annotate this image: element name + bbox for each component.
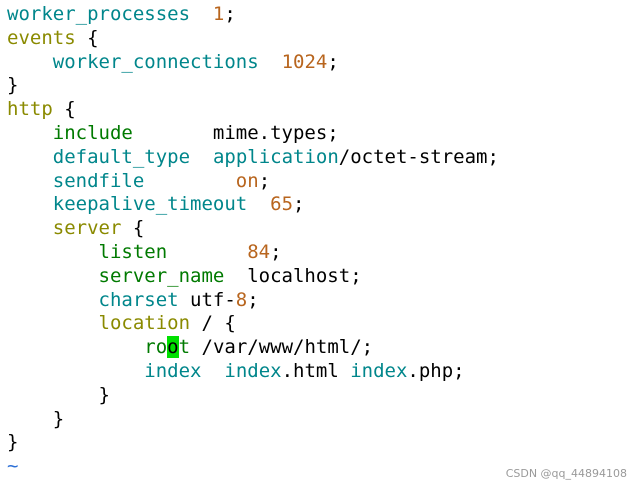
code-line: default_type application/octet-stream; xyxy=(7,146,633,170)
code-token: 65 xyxy=(270,193,294,216)
code-token: application xyxy=(212,145,339,168)
code-token: server_name xyxy=(98,264,225,287)
code-token: ~ xyxy=(7,455,19,478)
code-line: worker_connections 1024; xyxy=(7,51,633,75)
code-token xyxy=(144,170,236,192)
code-token: events xyxy=(7,26,76,49)
code-token: ; xyxy=(247,288,259,311)
code-token: /octet-stream; xyxy=(338,145,499,168)
code-token xyxy=(7,170,53,192)
code-token: worker_processes xyxy=(7,3,191,25)
code-line: charset utf-8; xyxy=(7,289,633,313)
code-token: index xyxy=(350,359,408,382)
code-line: } xyxy=(7,408,633,432)
code-line: include mime.types; xyxy=(7,122,633,146)
code-token: index xyxy=(144,359,202,382)
code-token: ; xyxy=(327,50,339,73)
code-line: server { xyxy=(7,217,633,241)
code-token xyxy=(7,217,53,239)
code-line: ~ xyxy=(7,455,633,479)
code-token: 1 xyxy=(212,3,225,25)
code-token: index xyxy=(224,359,282,382)
code-token: ; xyxy=(258,169,271,192)
code-token xyxy=(7,146,53,168)
code-token: charset xyxy=(98,288,179,311)
code-token: include xyxy=(52,121,133,144)
code-editor[interactable]: worker_processes 1;events { worker_conne… xyxy=(7,3,633,479)
code-token xyxy=(7,336,144,358)
code-line: keepalive_timeout 65; xyxy=(7,193,633,217)
code-line: } xyxy=(7,431,633,455)
code-token xyxy=(247,193,270,215)
code-token: { xyxy=(75,26,99,49)
code-token: location xyxy=(98,312,191,335)
code-token: 84 xyxy=(247,240,271,263)
code-token: 1024 xyxy=(281,50,328,73)
code-line: listen 84; xyxy=(7,241,633,265)
code-token xyxy=(190,3,213,25)
code-line: } xyxy=(7,74,633,98)
code-token xyxy=(7,312,99,334)
code-token: default_type xyxy=(52,145,191,168)
code-token: mime.types; xyxy=(132,121,339,144)
code-token: worker_connections xyxy=(52,50,259,73)
code-token: listen xyxy=(98,240,168,263)
code-token: .html xyxy=(281,359,351,382)
code-token xyxy=(7,122,53,144)
watermark-text: CSDN @qq_44894108 xyxy=(505,467,627,480)
code-token: /var/www/html/; xyxy=(190,336,374,359)
code-token: http xyxy=(7,98,53,121)
code-token xyxy=(7,289,99,311)
code-token: ; xyxy=(224,3,236,25)
code-token: } xyxy=(7,383,110,406)
code-token: 8 xyxy=(235,288,248,311)
code-token: } xyxy=(7,74,19,97)
code-token: utf- xyxy=(178,288,236,311)
code-token: sendfile xyxy=(52,169,145,192)
code-token: / { xyxy=(190,312,236,335)
code-token xyxy=(167,241,247,263)
code-token: ; xyxy=(270,240,282,263)
code-token: localhost; xyxy=(224,264,362,287)
code-token: on xyxy=(235,169,259,192)
code-line: index index.html index.php; xyxy=(7,360,633,384)
code-token: { xyxy=(121,217,145,240)
code-line: worker_processes 1; xyxy=(7,3,633,27)
code-token: keepalive_timeout xyxy=(52,193,248,216)
code-line: } xyxy=(7,384,633,408)
code-token xyxy=(259,51,282,73)
code-line: http { xyxy=(7,98,633,122)
code-line: server_name localhost; xyxy=(7,265,633,289)
code-line: root /var/www/html/; xyxy=(7,336,633,360)
code-token: { xyxy=(52,98,76,121)
code-token: ; xyxy=(293,193,305,216)
code-line: events { xyxy=(7,27,633,51)
code-token xyxy=(190,146,213,168)
code-token xyxy=(7,360,144,382)
code-token xyxy=(201,360,224,382)
code-token: .php; xyxy=(407,359,465,382)
code-line: sendfile on; xyxy=(7,170,633,194)
code-token xyxy=(7,51,53,73)
code-token: server xyxy=(52,217,122,240)
code-token: } xyxy=(7,407,65,430)
code-token xyxy=(7,241,99,263)
code-line: location / { xyxy=(7,312,633,336)
code-token: t xyxy=(178,336,191,359)
text-cursor: o xyxy=(167,336,179,359)
code-token xyxy=(7,193,53,215)
code-token xyxy=(7,265,99,287)
code-token: ro xyxy=(144,336,168,359)
code-token: } xyxy=(7,431,19,454)
